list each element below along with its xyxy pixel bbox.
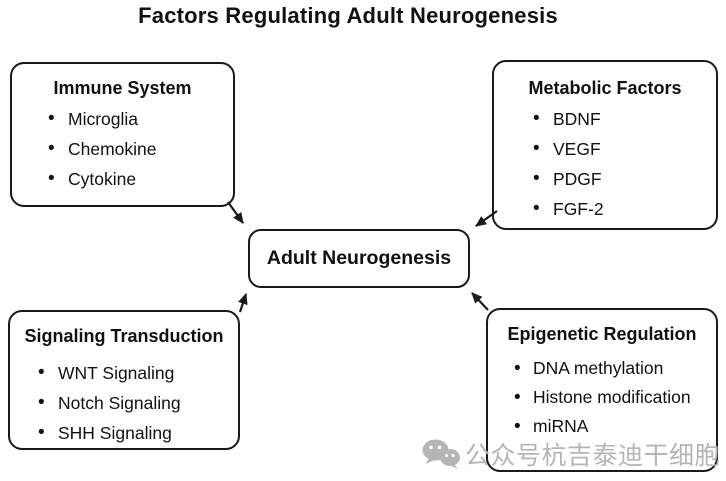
node-item: Cytokine [12,164,233,194]
node-item: Chemokine [12,134,233,164]
node-title: Metabolic Factors [528,78,682,98]
node-title: Signaling Transduction [24,326,224,346]
factor-node-epigenetic-regulation: Epigenetic Regulation DNA methylation Hi… [486,308,718,472]
node-item-list: BDNF VEGF PDGF FGF-2 [494,104,716,224]
node-item: SHH Signaling [10,418,238,448]
diagram-title: Factors Regulating Adult Neurogenesis [138,3,558,28]
arrow-epigenetic-to-center [471,292,489,311]
node-item: BDNF [494,104,716,134]
factor-node-immune-system: Immune System Microglia Chemokine Cytoki… [10,62,235,207]
arrow-signaling-to-center [238,293,248,313]
watermark-text: 公众号杭吉泰迪干细胞 [465,441,721,470]
wechat-icon [422,439,460,469]
node-item: PDGF [494,164,716,194]
node-item: DNA methylation [488,354,691,383]
node-title: Immune System [53,78,192,98]
node-title: Epigenetic Regulation [507,324,697,344]
arrow-immune-to-center [227,201,244,224]
factor-node-signaling-transduction: Signaling Transduction WNT Signaling Not… [8,310,240,450]
node-item: Microglia [12,104,233,134]
node-item: FGF-2 [494,194,716,224]
factor-node-metabolic-factors: Metabolic Factors BDNF VEGF PDGF FGF-2 [492,60,718,230]
node-item-list: DNA methylation Histone modification miR… [488,354,716,441]
center-node-label: Adult Neurogenesis [266,247,452,269]
watermark: 公众号杭吉泰迪干细胞 [422,439,720,472]
center-node-adult-neurogenesis: Adult Neurogenesis [248,229,470,288]
node-item: Notch Signaling [10,388,238,418]
node-item: Histone modification [488,383,691,412]
node-item: VEGF [494,134,716,164]
node-item-list: WNT Signaling Notch Signaling SHH Signal… [10,358,238,448]
node-item-list: Microglia Chemokine Cytokine [12,104,233,194]
node-item: miRNA [488,412,691,441]
node-item: WNT Signaling [10,358,238,388]
